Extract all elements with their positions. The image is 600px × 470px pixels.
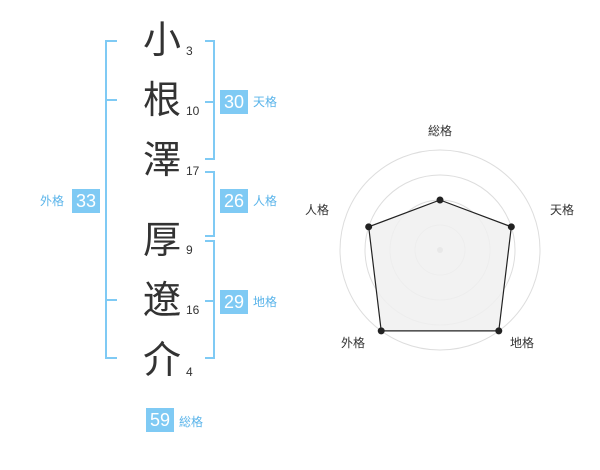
radar-ring-4 [339, 149, 541, 351]
given-strokes-2: 16 [186, 303, 200, 317]
jinkaku-label: 人格 [253, 194, 278, 208]
bracket-tenkaku [205, 40, 215, 160]
radar-point-1 [436, 196, 444, 204]
tenkaku-value: 30 [220, 90, 248, 114]
surname-strokes-2: 10 [186, 104, 200, 118]
surname-char-3: 澤 [142, 138, 181, 182]
chikaku-label: 地格 [253, 295, 278, 309]
radar-point-5 [365, 223, 373, 231]
radar-label-chikaku: 地格 [510, 336, 535, 350]
bracket-gaikaku [105, 40, 117, 359]
tenkaku-label: 天格 [253, 95, 278, 109]
surname-strokes-1: 3 [186, 44, 193, 58]
soukaku-value: 59 [146, 408, 174, 432]
given-char-1: 厚 [142, 218, 181, 262]
bracket-chikaku [205, 240, 215, 359]
soukaku-label: 総格 [179, 415, 204, 429]
surname-char-1: 小 [142, 18, 181, 62]
gaikaku-label: 外格 [40, 194, 65, 208]
given-strokes-3: 4 [186, 365, 193, 379]
radar-point-3 [495, 327, 503, 335]
given-char-2: 遼 [142, 278, 181, 322]
radar-point-2 [507, 223, 515, 231]
given-char-3: 介 [142, 338, 181, 382]
radar-label-soukaku: 総格 [428, 124, 453, 138]
jinkaku-value: 26 [220, 189, 248, 213]
radar-label-tenkaku: 天格 [550, 203, 575, 217]
surname-char-2: 根 [142, 78, 181, 122]
radar-label-jinkaku: 人格 [305, 203, 330, 217]
bracket-jinkaku [205, 171, 215, 237]
given-strokes-1: 9 [186, 243, 193, 257]
radar-area [368, 199, 512, 332]
radar-point-4 [377, 327, 385, 335]
chikaku-value: 29 [220, 290, 248, 314]
gaikaku-value: 33 [72, 189, 100, 213]
radar-label-gaikaku: 外格 [341, 336, 366, 350]
surname-strokes-3: 17 [186, 164, 200, 178]
